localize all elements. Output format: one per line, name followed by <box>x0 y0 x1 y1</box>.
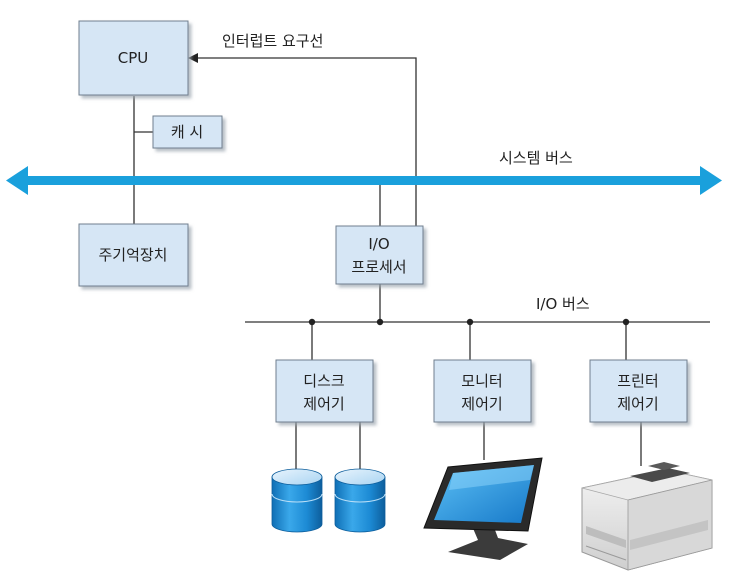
cache-box <box>152 115 223 149</box>
interrupt-line <box>196 57 417 226</box>
memory-label: 주기억장치 <box>98 246 167 264</box>
junction-dot <box>622 318 630 326</box>
monitor-controller-label-line2: 제어기 <box>461 395 502 413</box>
memory-box <box>78 223 189 287</box>
cache-label: 캐 시 <box>171 123 203 141</box>
disk-icon <box>271 468 323 533</box>
printer-controller-label-line2: 제어기 <box>617 395 658 413</box>
system-bus-label: 시스템 버스 <box>499 149 573 167</box>
disk-controller-label-line1: 디스크 <box>303 372 344 390</box>
io-processor-label-line1: I/O <box>368 235 389 253</box>
printer-controller-label-line1: 프린터 <box>617 372 658 390</box>
junction-dot <box>308 318 316 326</box>
printer-icon <box>581 462 713 571</box>
cpu-label: CPU <box>118 49 149 67</box>
disk-icon <box>334 468 386 533</box>
connector-lines <box>133 57 710 472</box>
printer-controller-box <box>589 359 688 423</box>
interrupt-arrowhead <box>188 53 198 63</box>
monitor-controller-box <box>433 359 532 423</box>
system-bus <box>6 166 722 195</box>
interrupt-label: 인터럽트 요구선 <box>222 32 323 50</box>
disk-controller-label-line2: 제어기 <box>303 395 344 413</box>
junction-dot <box>376 318 384 326</box>
io-bus-label: I/O 버스 <box>536 295 590 313</box>
junction-dot <box>466 318 474 326</box>
monitor-controller-label-line1: 모니터 <box>461 372 502 390</box>
cpu-box <box>78 20 189 96</box>
disk-controller-box <box>275 359 374 423</box>
junction-dots <box>308 318 630 326</box>
boxes <box>78 20 688 423</box>
io-processor-box <box>335 225 424 285</box>
io-processor-label-line2: 프로세서 <box>351 258 406 276</box>
monitor-icon <box>423 457 543 560</box>
